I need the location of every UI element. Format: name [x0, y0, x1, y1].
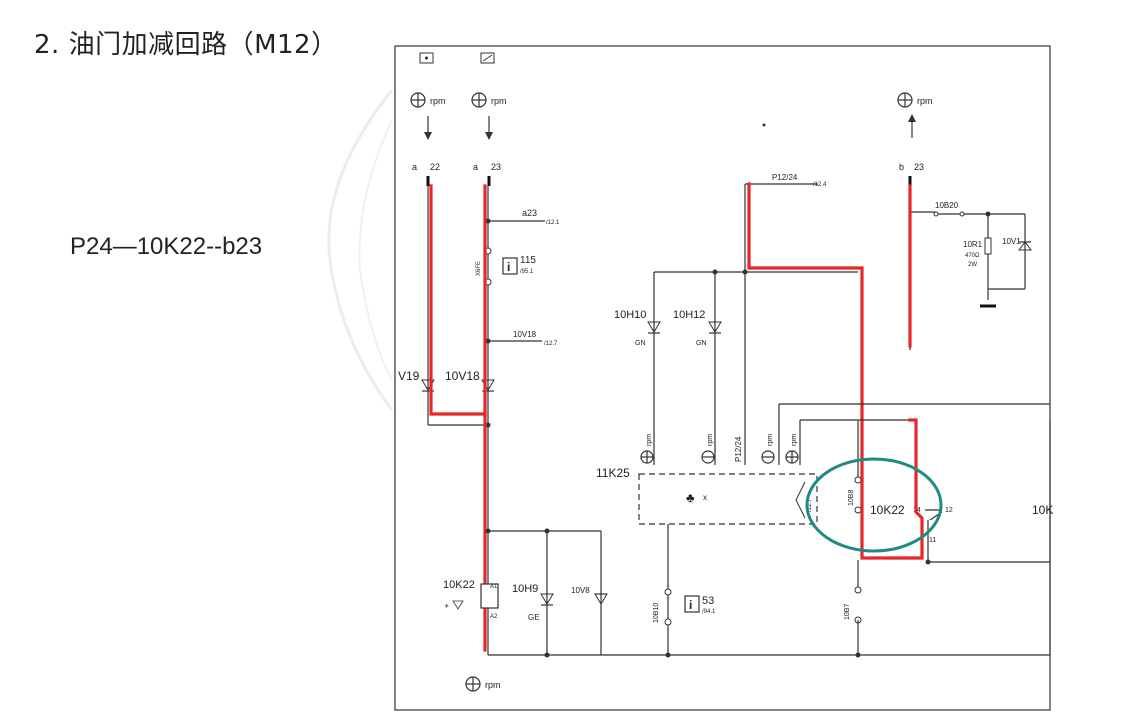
col-a22-letter: a [412, 162, 417, 172]
highlight-p1224-path [747, 182, 864, 482]
switch-label: X6FE [476, 261, 482, 276]
svg-text:♣: ♣ [686, 490, 695, 505]
r1-value: 470Ω [965, 253, 980, 259]
coil-label: 10K22 [443, 579, 475, 591]
r1-power: 2W [968, 262, 977, 268]
watermark [327, 89, 394, 411]
b20-label: 10B20 [935, 201, 959, 210]
v18-branch-label: 10V18 [513, 330, 537, 339]
info-53: 53 [702, 595, 714, 607]
10v18-label: 10V18 [445, 369, 480, 383]
resistor-10r1 [984, 237, 992, 255]
h10-label: 10H10 [614, 309, 646, 321]
svg-text:i: i [689, 598, 692, 612]
pin-rpm-1: rpm [640, 434, 654, 464]
module-11k25 [638, 473, 818, 525]
h9-color: GE [528, 613, 540, 622]
col-a23-number: 23 [491, 162, 501, 172]
k22-pin11: 11 [929, 537, 936, 544]
svg-text:rpm: rpm [791, 434, 798, 446]
lamp-10h12 [708, 321, 722, 333]
info-115-ref: /95.1 [520, 269, 534, 275]
relay-coil-10k22 [480, 583, 499, 609]
b10-label: 10B10 [653, 603, 660, 623]
k25-label: 11K25 [596, 466, 630, 480]
rpm-label: rpm [491, 96, 507, 106]
k25-ref: /12.7 [807, 498, 813, 512]
watermark-inner [358, 119, 393, 381]
svg-text:i: i [507, 260, 510, 274]
info-115: 115 [520, 255, 536, 266]
pin-rpm-2: rpm [701, 434, 715, 464]
circuit-path-label: P24—10K22--b23 [70, 233, 263, 260]
rpm-symbol-b23: rpm [897, 92, 933, 138]
k22-pin12: 12 [945, 507, 953, 514]
v8-label: 10V8 [571, 586, 590, 595]
h12-label: 10H12 [673, 309, 705, 321]
h10-color: GN [635, 340, 646, 347]
page-title: 2. 油门加减回路（M12） [34, 30, 338, 60]
k22-contact-label: 10K22 [870, 503, 905, 517]
highlight-k22-path [860, 418, 924, 560]
rpm-label: rpm [485, 680, 501, 690]
h9-label: 10H9 [512, 583, 538, 595]
edit-icon [480, 52, 495, 64]
h12-color: GN [696, 340, 707, 347]
rpm-symbol-a22: rpm [410, 92, 446, 140]
pin-rpm-3: rpm [761, 434, 775, 464]
r1-label: 10R1 [963, 240, 983, 249]
info-icon-53: i [684, 595, 700, 613]
pin-p1224: P12/24 [734, 436, 743, 462]
svg-text:rpm: rpm [707, 434, 714, 446]
a23-branch-label: a23 [522, 208, 537, 218]
k-right-label: 10K [1032, 503, 1053, 517]
svg-text:rpm: rpm [646, 434, 653, 446]
diode-10v1 [1018, 241, 1032, 251]
col-b23-number: 23 [914, 162, 924, 172]
v18-ref: /12.7 [544, 341, 558, 347]
lamp-10h10 [647, 321, 661, 333]
col-a22-number: 22 [430, 162, 440, 172]
k25-mark: x [703, 493, 707, 502]
v1-label: 10V1 [1002, 237, 1021, 246]
coil-a1: A1 [490, 584, 498, 590]
pin-rpm-4: rpm [785, 434, 799, 464]
col-b23-letter: b [899, 162, 904, 172]
box-icon [419, 52, 434, 64]
info-53-ref: /94.1 [702, 609, 716, 615]
b7-label: 10B7 [844, 604, 851, 620]
a23-ref: /12.1 [546, 220, 560, 226]
lamp-10h9 [540, 593, 554, 605]
v19-label: V19 [398, 369, 420, 383]
info-icon-115: i [502, 257, 518, 275]
coil-a2: A2 [490, 614, 498, 620]
p1224-top-label: P12/24 [772, 173, 798, 182]
svg-text:☀: ☀ [444, 603, 449, 610]
rpm-label: rpm [917, 96, 933, 106]
rpm-symbol-bottom: rpm [465, 676, 501, 692]
col-a23-letter: a [473, 162, 478, 172]
highlight-a22-path [429, 184, 487, 416]
p1224-ref: /12.4 [813, 182, 827, 188]
svg-text:rpm: rpm [767, 434, 774, 446]
b8-label: 10B8 [848, 490, 855, 506]
drawing-frame [394, 45, 1051, 711]
highlight-ellipse [805, 457, 943, 553]
rpm-label: rpm [430, 96, 446, 106]
rpm-symbol-a23: rpm [471, 92, 507, 140]
